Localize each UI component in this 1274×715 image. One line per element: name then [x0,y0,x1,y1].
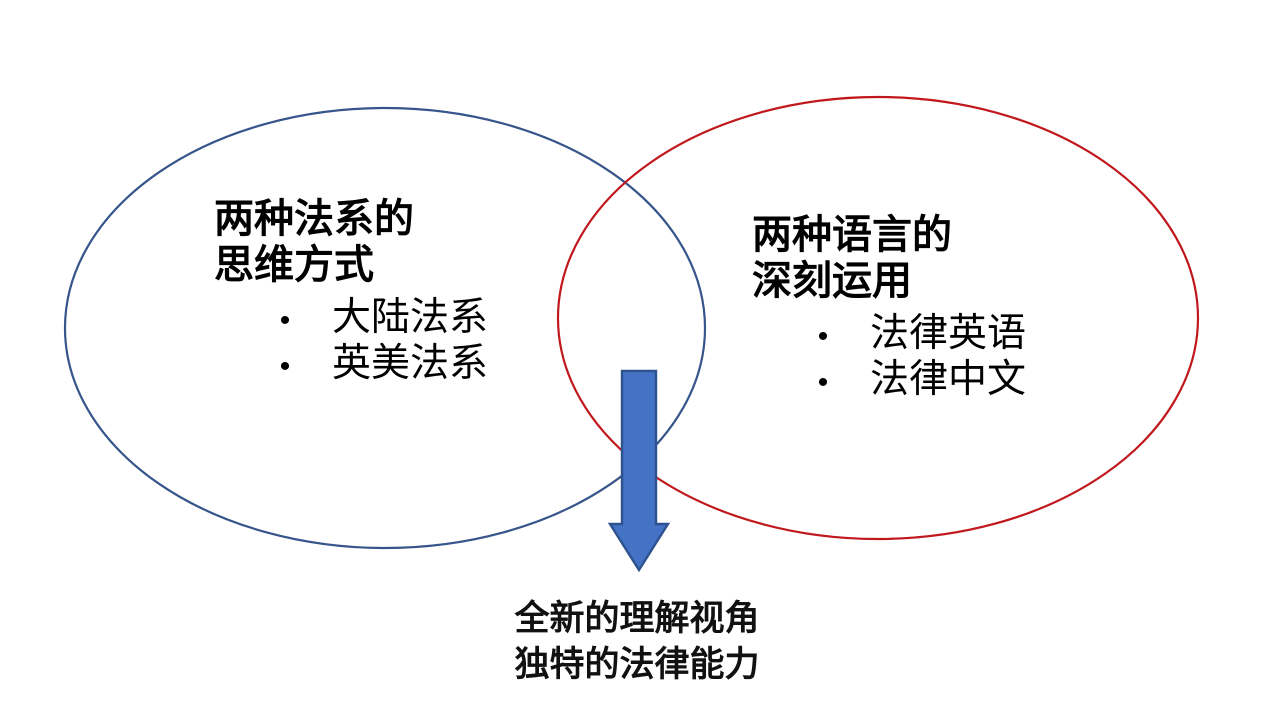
down-arrow-icon [607,369,671,573]
right-bullet-label-2: 法律中文 [870,357,1027,401]
bullet-dot-icon: • [279,303,291,337]
left-circle-content: 两种法系的 思维方式 • 大陆法系 • 英美法系 [214,196,488,387]
list-item: • 法律中文 [814,357,1026,403]
list-item: • 大陆法系 [276,295,488,341]
bullet-dot-icon: • [817,365,829,399]
right-heading: 两种语言的 深刻运用 [752,212,1026,305]
left-bullet-label-1: 大陆法系 [332,295,489,339]
right-circle-content: 两种语言的 深刻运用 • 法律英语 • 法律中文 [752,212,1026,403]
left-heading-line-1: 两种法系的 [214,197,414,241]
right-bullet-list: • 法律英语 • 法律中文 [814,311,1026,403]
left-bullet-label-2: 英美法系 [332,341,489,385]
list-item: • 英美法系 [276,341,488,387]
right-circle-outline [556,95,1200,541]
right-heading-line-1: 两种语言的 [752,213,952,257]
list-item: • 法律英语 [814,311,1026,357]
bullet-dot-icon: • [817,319,829,353]
conclusion-line-1: 全新的理解视角 [514,599,760,638]
left-heading-line-2: 思维方式 [214,243,374,288]
right-bullet-label-1: 法律英语 [870,311,1027,355]
bullet-dot-icon: • [279,349,291,383]
left-circle-outline [63,106,707,550]
left-heading: 两种法系的 思维方式 [214,196,488,289]
conclusion-text: 全新的理解视角 独特的法律能力 [0,596,1274,688]
right-heading-line-2: 深刻运用 [752,259,912,304]
left-bullet-list: • 大陆法系 • 英美法系 [276,295,488,387]
conclusion-line-2: 独特的法律能力 [514,645,760,685]
